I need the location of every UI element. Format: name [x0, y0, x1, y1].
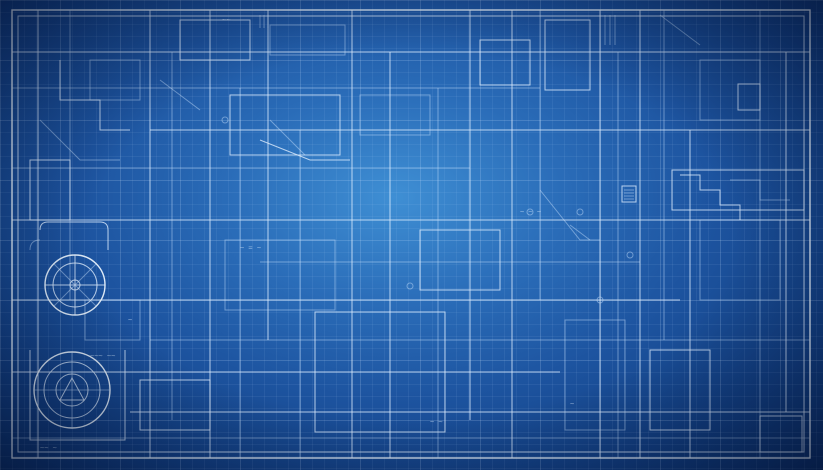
- vertical-lines: [37, 10, 787, 458]
- svg-text:~: ~: [570, 400, 574, 408]
- stair-details: [39, 60, 790, 241]
- svg-text:~ ~ ~: ~ ~ ~: [520, 208, 541, 216]
- circle-details: [221, 116, 634, 304]
- svg-text:~~: ~~: [222, 16, 230, 24]
- annotation-scribbles: ~ = ~ ~~~ ~~ ~ ~ ~ ~ ~~ ~ ~ ~ ~ ~~: [40, 16, 574, 452]
- panels: [29, 19, 805, 453]
- gear-icon: [29, 221, 109, 316]
- svg-text:~ = ~: ~ = ~: [240, 244, 261, 252]
- hatch-marks: [259, 15, 634, 200]
- svg-text:~~~ ~~: ~~~ ~~: [90, 352, 115, 360]
- svg-text:~ ~: ~ ~: [430, 418, 443, 426]
- gear-icon: [29, 350, 126, 441]
- inner-frame: [17, 15, 805, 453]
- svg-text:~: ~: [128, 316, 132, 324]
- svg-text:~~ ~: ~~ ~: [40, 444, 57, 452]
